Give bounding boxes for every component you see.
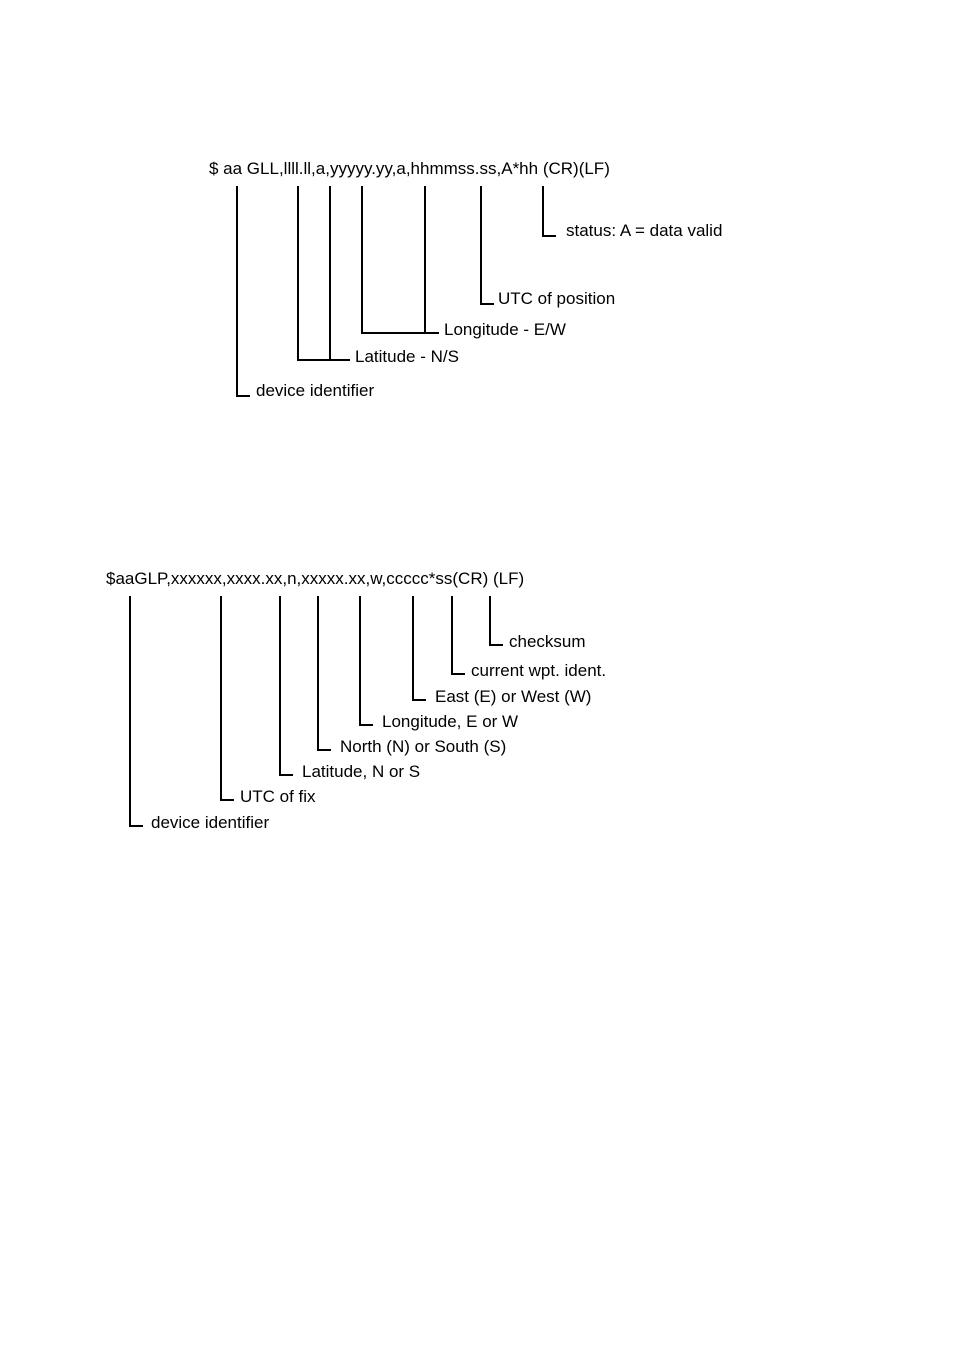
- gll-device-label: device identifier: [256, 381, 375, 400]
- glp-waypoint-tick: [451, 673, 465, 675]
- glp-latitude-label: Latitude, N or S: [302, 762, 421, 781]
- gll-utc-leader: [480, 186, 482, 305]
- glp-checksum-label: checksum: [509, 632, 586, 651]
- gll-latitude-label: Latitude - N/S: [355, 347, 459, 366]
- glp-sentence: $aaGLP,xxxxxx,xxxx.xx,n,xxxxx.xx,w,ccccc…: [106, 569, 525, 588]
- gll-utc-tick: [480, 303, 494, 305]
- glp-checksum-leader: [489, 596, 491, 646]
- glp-checksum-tick: [489, 644, 503, 646]
- glp-device-tick: [129, 825, 143, 827]
- gll-device-tick: [236, 395, 250, 397]
- glp-north-south-leader: [317, 596, 319, 751]
- gll-utc-label: UTC of position: [498, 289, 616, 308]
- gll-latitude-leader-b: [329, 186, 331, 361]
- gll-status-leader: [542, 186, 544, 237]
- glp-longitude-leader: [359, 596, 361, 726]
- gll-latitude-leader-a: [297, 186, 299, 361]
- glp-east-west-label: East (E) or West (W): [435, 687, 592, 706]
- glp-latitude-tick: [279, 774, 293, 776]
- glp-utc-tick: [220, 799, 234, 801]
- glp-utc-leader: [220, 596, 222, 801]
- glp-waypoint-label: current wpt. ident.: [471, 661, 607, 680]
- glp-longitude-tick: [359, 724, 373, 726]
- glp-device-leader: [129, 596, 131, 827]
- glp-east-west-leader: [412, 596, 414, 701]
- gll-device-leader: [236, 186, 238, 397]
- gll-longitude-tick: [361, 332, 439, 334]
- glp-north-south-label: North (N) or South (S): [340, 737, 507, 756]
- gll-status-tick: [542, 235, 556, 237]
- glp-north-south-tick: [317, 749, 331, 751]
- glp-east-west-tick: [412, 699, 426, 701]
- glp-device-label: device identifier: [151, 813, 270, 832]
- glp-latitude-leader: [279, 596, 281, 776]
- gll-longitude-leader-a: [361, 186, 363, 334]
- glp-utc-label: UTC of fix: [240, 787, 316, 806]
- gll-longitude-leader-b: [424, 186, 426, 334]
- gll-latitude-tick: [297, 359, 350, 361]
- gll-sentence: $ aa GLL,llll.ll,a,yyyyy.yy,a,hhmmss.ss,…: [209, 159, 610, 178]
- glp-longitude-label: Longitude, E or W: [382, 712, 519, 731]
- glp-waypoint-leader: [451, 596, 453, 675]
- gll-longitude-label: Longitude - E/W: [444, 320, 566, 339]
- gll-status-label: status: A = data valid: [566, 221, 723, 240]
